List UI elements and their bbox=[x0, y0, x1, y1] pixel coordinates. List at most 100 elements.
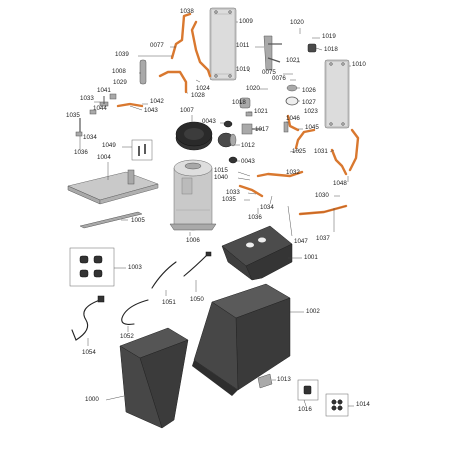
grommet-set-1003 bbox=[69, 247, 115, 287]
cable-1050 bbox=[183, 251, 212, 277]
compressor-1006 bbox=[169, 159, 217, 231]
copper-pipe-1028 bbox=[158, 70, 188, 94]
fitting-1018 bbox=[307, 43, 317, 53]
housing-1002 bbox=[192, 283, 291, 396]
part-label-1042: 1042 bbox=[150, 98, 164, 105]
leader-line-1016 bbox=[303, 399, 307, 407]
part-label-1024: 1024 bbox=[196, 85, 210, 92]
part-label-1033: 1033 bbox=[226, 189, 240, 196]
base-plate-1004 bbox=[67, 169, 159, 205]
part-label-1007: 1007 bbox=[180, 107, 194, 114]
part-label-1032: 1032 bbox=[286, 169, 300, 176]
fan-1007 bbox=[175, 121, 213, 151]
part-label-1048: 1048 bbox=[333, 180, 347, 187]
part-label-1046: 1046 bbox=[286, 115, 300, 122]
copper-pipe-1038 bbox=[170, 12, 192, 60]
part-label-1035: 1035 bbox=[222, 196, 236, 203]
part-label-1035: 1035 bbox=[66, 112, 80, 119]
leader-line-1047 bbox=[287, 205, 293, 237]
leader-line-1015 bbox=[237, 171, 251, 177]
part-label-1036: 1036 bbox=[74, 149, 88, 156]
part-label-1014: 1014 bbox=[356, 401, 370, 408]
part-1049-box bbox=[131, 139, 153, 161]
part-label-1034: 1034 bbox=[260, 204, 274, 211]
leader-line-1000 bbox=[105, 395, 125, 401]
part-label-1004: 1004 bbox=[97, 154, 111, 161]
part-label-1011: 1011 bbox=[236, 42, 250, 49]
part-label-0075: 0075 bbox=[262, 69, 276, 76]
screw-set-left bbox=[75, 93, 117, 137]
cable-1051 bbox=[151, 261, 177, 289]
copper-pipe-1034 bbox=[238, 184, 264, 198]
part-label-1020: 1020 bbox=[246, 85, 260, 92]
part-label-1002: 1002 bbox=[306, 308, 320, 315]
copper-pipe-1048 bbox=[348, 128, 360, 172]
heat-exchanger-1009 bbox=[209, 7, 237, 81]
part-label-1050: 1050 bbox=[190, 296, 204, 303]
part-label-1043: 1043 bbox=[144, 107, 158, 114]
part-1014-box bbox=[325, 393, 349, 417]
sensor-1046 bbox=[283, 121, 289, 133]
part-label-0043: 0043 bbox=[202, 118, 216, 125]
part-label-1051: 1051 bbox=[162, 299, 176, 306]
part-label-0043: 0043 bbox=[241, 158, 255, 165]
part-label-1038: 1038 bbox=[180, 8, 194, 15]
part-label-1018: 1018 bbox=[324, 46, 338, 53]
part-label-1028: 1028 bbox=[191, 92, 205, 99]
part-label-1018: 1018 bbox=[232, 99, 246, 106]
part-label-1025: 1025 bbox=[292, 148, 306, 155]
part-label-1006: 1006 bbox=[186, 237, 200, 244]
part-label-1033: 1033 bbox=[80, 95, 94, 102]
part-label-1034: 1034 bbox=[83, 134, 97, 141]
part-label-1045: 1045 bbox=[305, 124, 319, 131]
fitting-1027 bbox=[285, 96, 299, 106]
cable-1052 bbox=[121, 299, 149, 325]
leader-line-1031 bbox=[329, 149, 335, 153]
part-label-1026: 1026 bbox=[302, 87, 316, 94]
part-label-1019: 1019 bbox=[322, 33, 336, 40]
part-label-1016: 1016 bbox=[298, 406, 312, 413]
part-label-1027: 1027 bbox=[302, 99, 316, 106]
part-label-1013: 1013 bbox=[277, 376, 291, 383]
leader-lines bbox=[79, 21, 354, 407]
part-label-1047: 1047 bbox=[294, 238, 308, 245]
part-label-0077: 0077 bbox=[150, 42, 164, 49]
leader-line-1043 bbox=[129, 105, 143, 111]
heat-exchanger-1010 bbox=[324, 59, 350, 129]
part-1016-box bbox=[297, 379, 319, 401]
bracket-1011 bbox=[263, 35, 282, 71]
part-label-1009: 1009 bbox=[239, 18, 253, 25]
part-label-1041: 1041 bbox=[97, 87, 111, 94]
part-label-1021: 1021 bbox=[286, 57, 300, 64]
part-label-0076: 0076 bbox=[272, 75, 286, 82]
part-label-1000: 1000 bbox=[85, 396, 99, 403]
part-label-1008: 1008 bbox=[112, 68, 126, 75]
part-label-1052: 1052 bbox=[120, 333, 134, 340]
leader-line-1018 bbox=[315, 47, 323, 51]
leader-line-1040 bbox=[237, 177, 251, 181]
part-label-1017: 1017 bbox=[255, 126, 269, 133]
part-label-1037: 1037 bbox=[316, 235, 330, 242]
part-label-1023: 1023 bbox=[304, 108, 318, 115]
part-label-1040: 1040 bbox=[214, 174, 228, 181]
part-label-1019: 1019 bbox=[236, 66, 250, 73]
side-panel-1000 bbox=[119, 327, 189, 429]
part-label-1039: 1039 bbox=[115, 51, 129, 58]
copper-pipe-1043 bbox=[116, 102, 144, 108]
copper-pipe-1025 bbox=[294, 128, 316, 150]
copper-pipe-1045 bbox=[286, 114, 300, 132]
rail-1005 bbox=[79, 211, 143, 229]
leader-line-1019 bbox=[247, 69, 251, 73]
motor-1012 bbox=[217, 132, 237, 148]
copper-pipe-1032 bbox=[256, 170, 304, 178]
copper-pipe-1024 bbox=[190, 20, 212, 78]
part-label-1003: 1003 bbox=[128, 264, 142, 271]
leader-line-1033 bbox=[247, 192, 257, 195]
part-label-1012: 1012 bbox=[241, 142, 255, 149]
part-label-1029: 1029 bbox=[113, 79, 127, 86]
part-label-1031: 1031 bbox=[314, 148, 328, 155]
part-label-1015: 1015 bbox=[214, 167, 228, 174]
part-label-1005: 1005 bbox=[131, 217, 145, 224]
